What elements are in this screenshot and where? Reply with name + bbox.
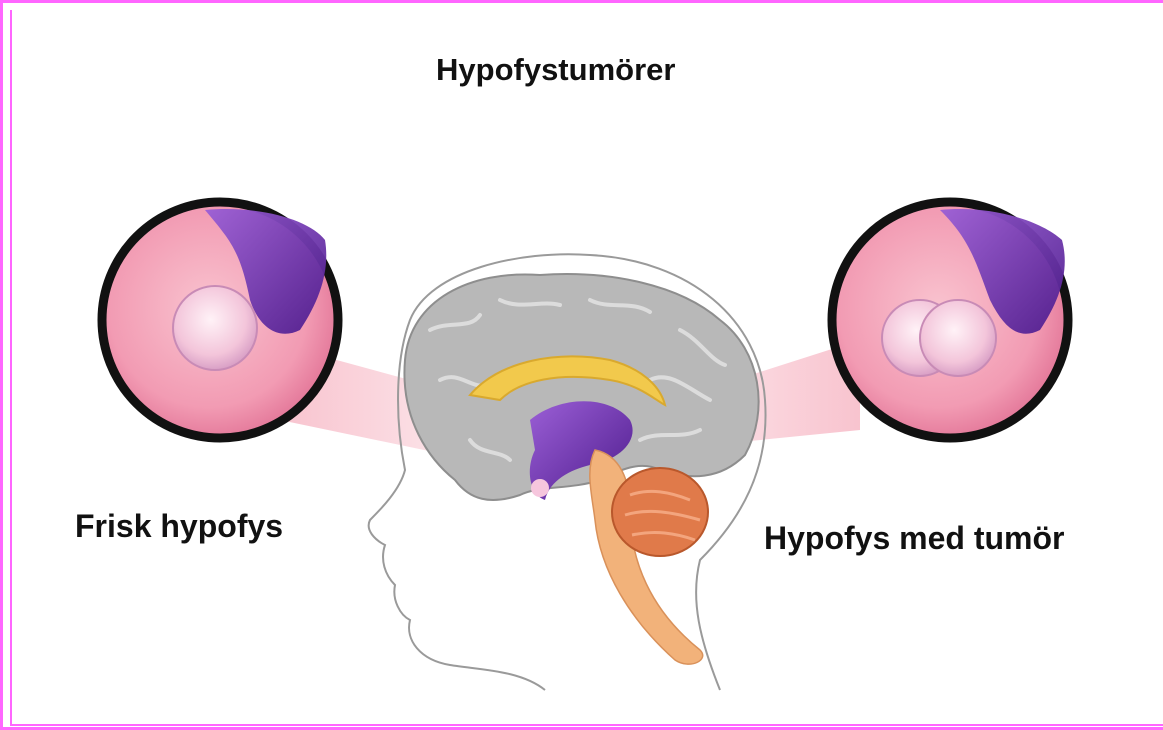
healthy-pituitary [173, 286, 257, 370]
healthy-pituitary-label: Frisk hypofys [75, 508, 283, 545]
pituitary-tumor-label: Hypofys med tumör [764, 520, 1064, 557]
left-magnifier [102, 202, 338, 438]
right-magnifier [832, 202, 1068, 438]
tumor-lobe-right [920, 300, 996, 376]
pituitary-gland-center [531, 479, 549, 497]
diagram-title: Hypofystumörer [436, 52, 675, 88]
